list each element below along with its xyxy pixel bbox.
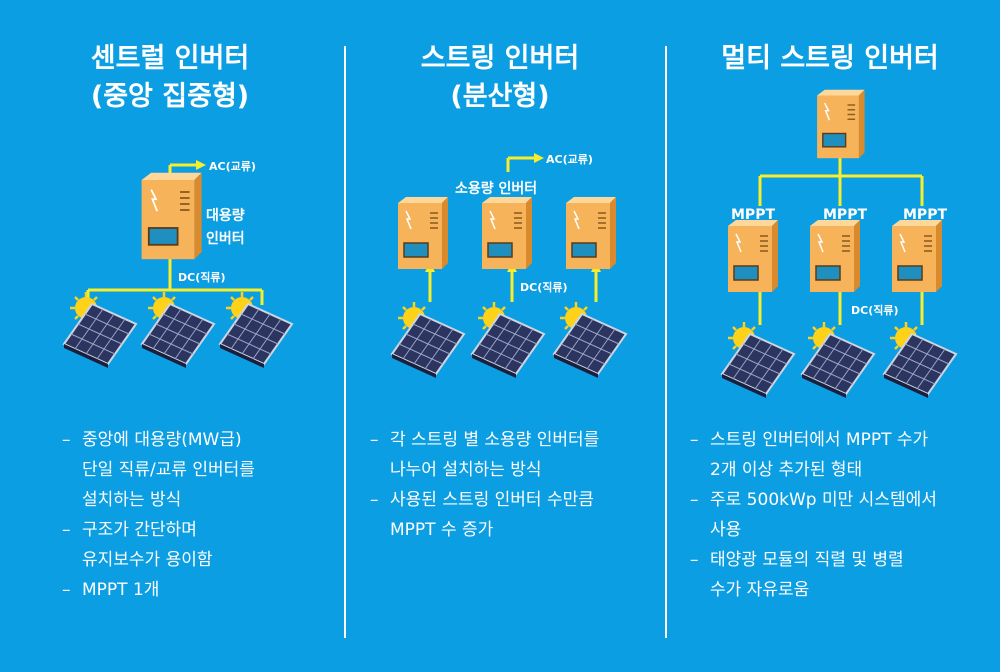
string-diagram [428,156,598,302]
string-bullets: 각 스트링 별 소용량 인버터를 나누어 설치하는 방식 사용된 스트링 인버터… [370,425,660,545]
central-inverter-icon [140,171,203,261]
multi-mppt-label-3: MPPT [903,207,947,223]
multi-mppt-2-icon [809,219,861,293]
central-solar-panel-2-icon [140,290,216,370]
central-dc-label: DC(직류) [178,270,226,284]
central-solar-panel-3-icon [218,290,294,370]
string-solar-panel-1-icon [390,300,466,380]
central-bullet-2: 구조가 간단하며 유지보수가 용이함 [62,515,332,575]
central-ac-arrow [196,160,206,170]
string-solar-panel-3-icon [552,300,628,380]
string-title-line2: (분산형) [450,81,550,112]
central-ac-label: AC(교류) [209,160,256,173]
multi-mppt-1-icon [727,219,779,293]
central-inverter-label-2: 인버터 [206,230,245,247]
string-ac-arrow [534,153,544,163]
string-ac-label: AC(교류) [546,153,593,166]
multi-bullets: 스트링 인버터에서 MPPT 수가 2개 이상 추가된 형태 주로 500kWp… [690,425,990,605]
divider-right [665,46,667,638]
multi-main-inverter-icon [816,89,866,159]
central-title-line2: (중앙 집중형) [90,81,250,112]
multi-solar-panel-1-icon [720,320,796,400]
multi-solar-panel-3-icon [882,320,958,400]
string-title-line1: 스트링 인버터 [420,43,580,74]
multi-mppt-3-icon [891,219,943,293]
string-inverter-label: 소용량 인버터 [455,180,537,197]
divider-left [344,46,346,638]
central-solar-panel-1-icon [62,290,138,370]
central-bullet-3: MPPT 1개 [62,575,332,605]
multi-mppt-label-2: MPPT [823,207,867,223]
multi-bullet-3: 태양광 모듈의 직렬 및 병렬 수가 자유로움 [690,545,990,605]
multi-title-line1: 멀티 스트링 인버터 [721,43,939,74]
multi-solar-panel-2-icon [800,320,876,400]
string-dc-label: DC(직류) [520,280,568,294]
multi-dc-label: DC(직류) [851,303,899,317]
central-title-line1: 센트럴 인버터 [90,43,250,74]
central-bullet-1: 중앙에 대용량(MW급) 단일 직류/교류 인버터를 설치하는 방식 [62,425,332,515]
multi-bullet-1: 스트링 인버터에서 MPPT 수가 2개 이상 추가된 형태 [690,425,990,485]
multi-bullet-2: 주로 500kWp 미만 시스템에서 사용 [690,485,990,545]
string-bullet-1: 각 스트링 별 소용량 인버터를 나누어 설치하는 방식 [370,425,660,485]
string-solar-panel-2-icon [470,300,546,380]
string-inverter-2-icon [481,196,533,270]
string-bullet-2: 사용된 스트링 인버터 수만큼 MPPT 수 증가 [370,485,660,545]
string-inverter-1-icon [397,196,449,270]
central-bullets: 중앙에 대용량(MW급) 단일 직류/교류 인버터를 설치하는 방식 구조가 간… [62,425,332,605]
multi-diagram [758,148,924,325]
central-inverter-label-1: 대용량 [206,208,245,224]
multi-mppt-label-1: MPPT [731,207,775,223]
string-inverter-3-icon [565,196,617,270]
